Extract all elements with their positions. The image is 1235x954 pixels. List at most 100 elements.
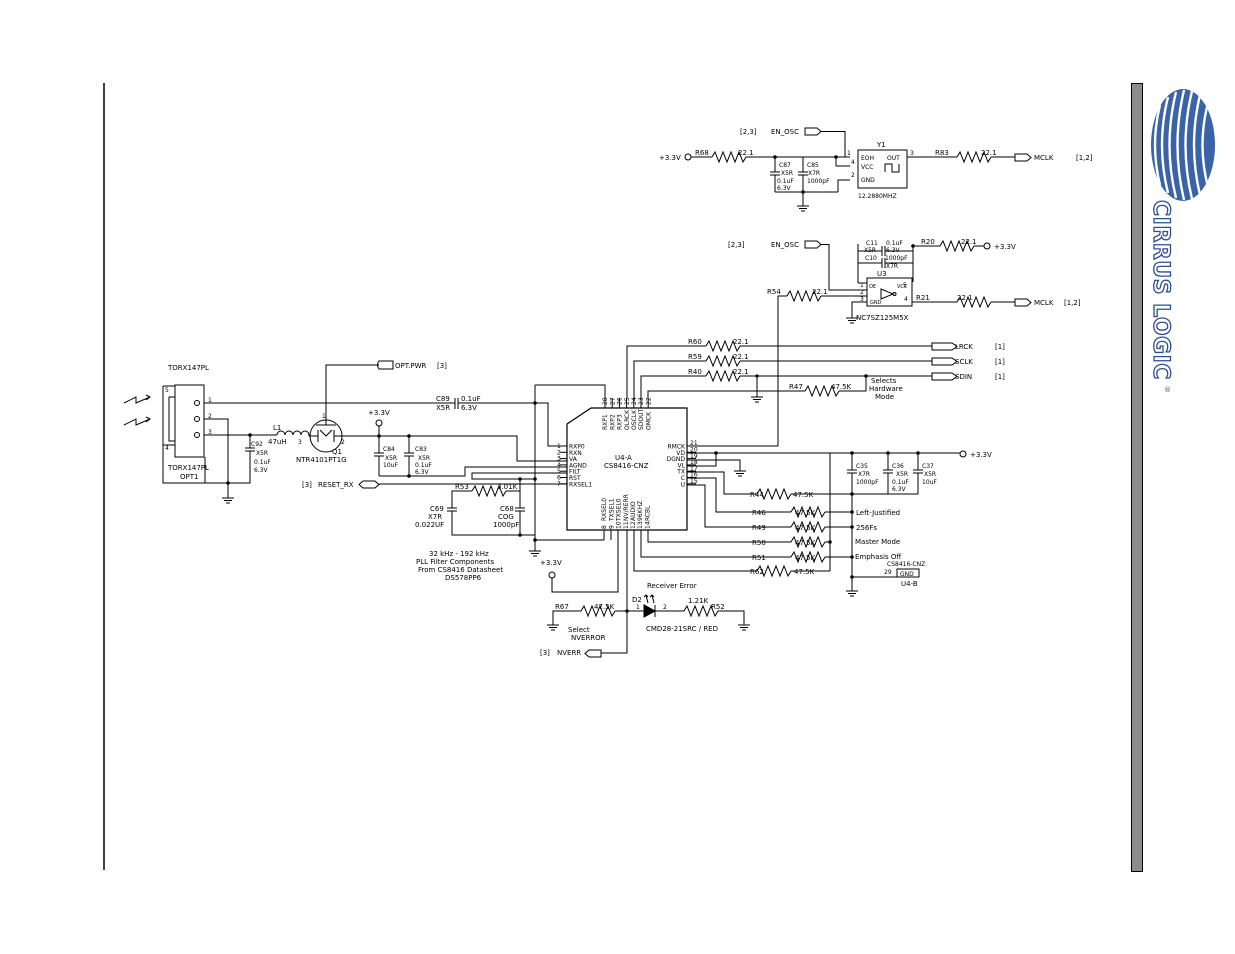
osc-pwr: +3.3V xyxy=(659,154,681,162)
u4-pin-name: TX xyxy=(676,469,685,476)
mclk-ref-2: [1,2] xyxy=(1064,299,1081,307)
c85-dielectric: X7R xyxy=(808,170,820,177)
opt1-pin2: 2 xyxy=(208,413,212,420)
c10-dielectric: X7R xyxy=(886,263,898,270)
r59-ref: R59 xyxy=(688,353,702,361)
en-osc-label: EN_OSC xyxy=(771,128,799,136)
ground-symbol xyxy=(221,491,235,504)
pll-note-2: PLL Filter Components xyxy=(416,558,494,566)
r46-value: 47.5K xyxy=(795,509,816,517)
y1-pin2: 2 xyxy=(851,172,855,179)
u4-pin-number: 19 xyxy=(690,453,698,460)
buf-en-port xyxy=(804,240,822,249)
u4-pin-name: SDOUT xyxy=(638,408,645,430)
u4-pin-name: U xyxy=(681,481,685,488)
u3-pin4: 4 xyxy=(904,296,908,303)
u4-pin-number: 28 xyxy=(602,397,609,405)
u4-pin-name: OSCLK xyxy=(631,409,638,430)
r50-resistor xyxy=(790,535,826,549)
c84-dielectric: X5R xyxy=(385,455,397,462)
u4-pin-name: VA xyxy=(569,456,578,463)
r68-ref: R68 xyxy=(695,149,709,157)
u4-pin-number: 16 xyxy=(690,472,698,479)
c37-value: 10uF xyxy=(922,479,937,486)
u4-pin-number: 24 xyxy=(631,397,638,405)
pll-note-4: DS578PP6 xyxy=(445,574,482,582)
y1-gnd: GND xyxy=(861,177,875,184)
c69-value: 0.022UF xyxy=(415,521,444,529)
u4b-part: CS8416-CNZ xyxy=(887,561,925,568)
pll-note-1: 32 kHz - 192 kHz xyxy=(429,550,489,558)
u4-pin-number: 2 xyxy=(557,449,561,456)
r60-ref: R60 xyxy=(688,338,702,346)
c37-dielectric: X5R xyxy=(924,471,936,478)
u4-pin-name: VD xyxy=(676,450,685,457)
opt1-pin3: 3 xyxy=(208,429,212,436)
u4-pin-name: RMCK xyxy=(668,444,687,451)
c87-value: 0.1uF xyxy=(777,178,794,185)
sdin-net: SDIN xyxy=(955,373,972,381)
y1-out: OUT xyxy=(887,155,900,162)
opt1-pin5: 5 xyxy=(165,387,169,394)
u4-pin-name: VL xyxy=(678,462,686,469)
emphasis-off-label: Emphasis Off xyxy=(855,553,901,561)
c89-ref: C89 xyxy=(436,395,450,403)
u4-pin-name: RST xyxy=(569,475,581,482)
err-pwr: +3.3V xyxy=(540,559,562,567)
u4-pin-number: 10 xyxy=(616,521,623,529)
u4-pin-name: RXP0 xyxy=(569,444,585,451)
en-osc-ref: [2,3] xyxy=(740,128,757,136)
u4-pin-number: 5 xyxy=(557,468,561,475)
ground-symbol xyxy=(845,584,859,597)
u4-pin-name: AUDIO xyxy=(630,501,637,521)
led-emission-arrows-icon xyxy=(643,594,655,604)
ground-symbol xyxy=(737,618,751,631)
r60-value: 22.1 xyxy=(733,338,749,346)
q1-pin2: 2 xyxy=(341,439,345,446)
u4-pin-name: TXSEL0 xyxy=(616,498,623,522)
r51-resistor xyxy=(790,550,826,564)
u4-pin-name: RXP1 xyxy=(602,414,609,430)
u4-pin-number: 9 xyxy=(608,525,615,529)
r49-value: 47.5K xyxy=(795,524,816,532)
pwr-terminal xyxy=(684,153,692,161)
u3-pin1: 1 xyxy=(860,282,864,289)
lrck-net: LRCK xyxy=(955,343,973,351)
r44-ref: R44 xyxy=(750,491,764,499)
r62-resistor xyxy=(756,564,792,578)
r46-ref: R46 xyxy=(752,509,766,517)
u4-pin-number: 14 xyxy=(644,521,651,529)
r20-resistor xyxy=(939,239,975,253)
c68-dielectric: COG xyxy=(498,513,514,521)
buffer-section: [2,3] EN_OSC C11 X5R 0.1uF 6.3V C10 1000… xyxy=(728,238,1081,446)
oscillator-section: [2,3] EN_OSC 1 +3.3V R68 22.1 4 C87 X5R … xyxy=(659,127,1093,212)
y1-oscillator xyxy=(857,149,908,189)
optical-receiver-section: TORX147PL 5 4 1 2 3 TORX147PL OPT1 C89 X… xyxy=(123,360,606,582)
u4-pin-number: 13 xyxy=(637,521,644,529)
c69-dielectric: X7R xyxy=(428,513,442,521)
u4-part: CS8416-CNZ xyxy=(604,462,649,470)
r67-resistor xyxy=(580,604,616,618)
en-osc-port xyxy=(804,127,822,136)
r59-resistor xyxy=(705,354,741,368)
u4-pin-number: 8 xyxy=(601,525,608,529)
u3-oe: OE xyxy=(869,284,876,290)
reset-rx-port xyxy=(358,480,380,489)
c11-value: 0.1uF xyxy=(886,240,903,247)
c10-value: 1000pF xyxy=(885,255,908,262)
u4-pin-number: 3 xyxy=(557,456,561,463)
vd-pwr: +3.3V xyxy=(970,451,992,459)
u4-pin-number: 11 xyxy=(623,521,630,529)
r59-value: 22.1 xyxy=(733,353,749,361)
c83-rating: 6.3V xyxy=(415,469,430,476)
r68-value: 22.1 xyxy=(738,149,754,157)
r51-value: 47.5K xyxy=(795,554,816,562)
u4-pin-number: 15 xyxy=(690,478,698,485)
c69-ref: C69 xyxy=(430,505,444,513)
c36-rating: 6.3V xyxy=(892,486,907,493)
u4-pin-name: DGND xyxy=(667,456,686,463)
ground-symbol xyxy=(750,390,764,403)
nverr-port xyxy=(584,649,602,658)
u4-pin-name: RXSEL1 xyxy=(569,481,592,488)
c92-dielectric: X5R xyxy=(256,450,268,457)
